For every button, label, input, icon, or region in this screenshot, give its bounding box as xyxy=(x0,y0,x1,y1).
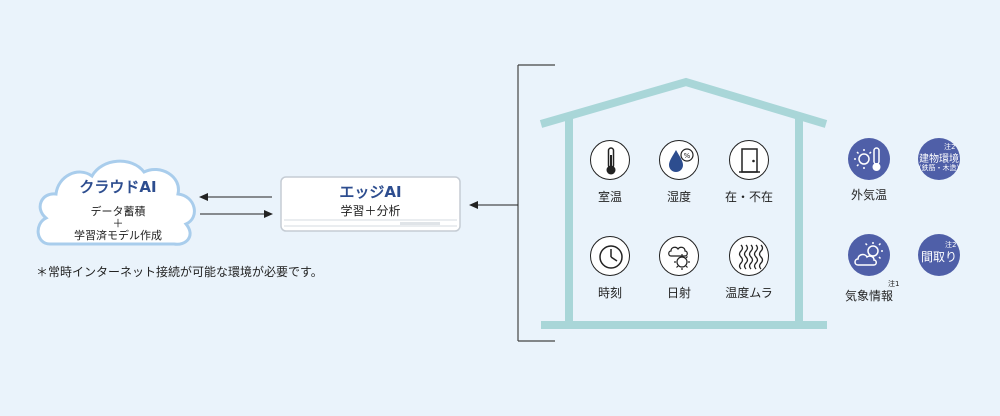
house-outline xyxy=(539,77,828,329)
time-label: 時刻 xyxy=(597,286,622,300)
heat-waves-icon xyxy=(729,236,769,276)
air-conditioner-unit xyxy=(280,176,461,232)
humidity-drop-icon: % xyxy=(659,140,699,180)
sunlight-label: 日射 xyxy=(666,286,691,300)
cloud-ai: クラウドAI データ蓄積 ＋ 学習済モデル作成 xyxy=(32,152,204,252)
cloud-model-creation: 学習済モデル作成 xyxy=(74,229,162,242)
cloud-shape xyxy=(36,159,196,246)
internet-note: ＊常時インターネット接続が可能な環境が必要です。 xyxy=(36,265,323,279)
door-icon xyxy=(729,140,769,180)
floor-plan-text: 間取り xyxy=(920,250,957,264)
presence-label: 在・不在 xyxy=(724,190,773,204)
cloud-plus: ＋ xyxy=(112,217,124,230)
outside-temp-label: 外気温 xyxy=(850,188,887,202)
temp-unevenness-label: 温度ムラ xyxy=(725,286,773,300)
building-environment-text: 建物環境 xyxy=(919,154,959,165)
room-temp-label: 室温 xyxy=(597,190,622,204)
weather-label: 気象情報 xyxy=(844,289,893,303)
svg-text:%: % xyxy=(684,152,691,160)
sun-cloud-icon xyxy=(848,234,890,276)
clock-icon xyxy=(590,236,630,276)
sun-thermometer-icon xyxy=(848,138,890,180)
layout-note: 注2 xyxy=(945,241,957,249)
edge-ai-air-conditioner: エッジAI 学習＋分析 xyxy=(280,176,461,232)
humidity-label: 湿度 xyxy=(666,190,691,204)
building-environment-badge: 注2 建物環境 (鉄筋・木造) xyxy=(918,138,960,180)
edge-ai-subtitle: 学習＋分析 xyxy=(340,204,401,218)
sun-behind-cloud-icon xyxy=(659,236,699,276)
cloud-ai-title: クラウドAI xyxy=(79,178,157,196)
thermometer-icon xyxy=(590,140,630,180)
building-structure-text: (鉄筋・木造) xyxy=(918,164,960,172)
floor-plan-badge: 注2 間取り xyxy=(918,234,960,276)
weather-note: 注1 xyxy=(888,280,900,288)
edge-ai-title: エッジAI xyxy=(339,183,402,201)
building-note: 注2 xyxy=(944,143,956,151)
cloud-data-storage: データ蓄積 xyxy=(90,205,146,218)
